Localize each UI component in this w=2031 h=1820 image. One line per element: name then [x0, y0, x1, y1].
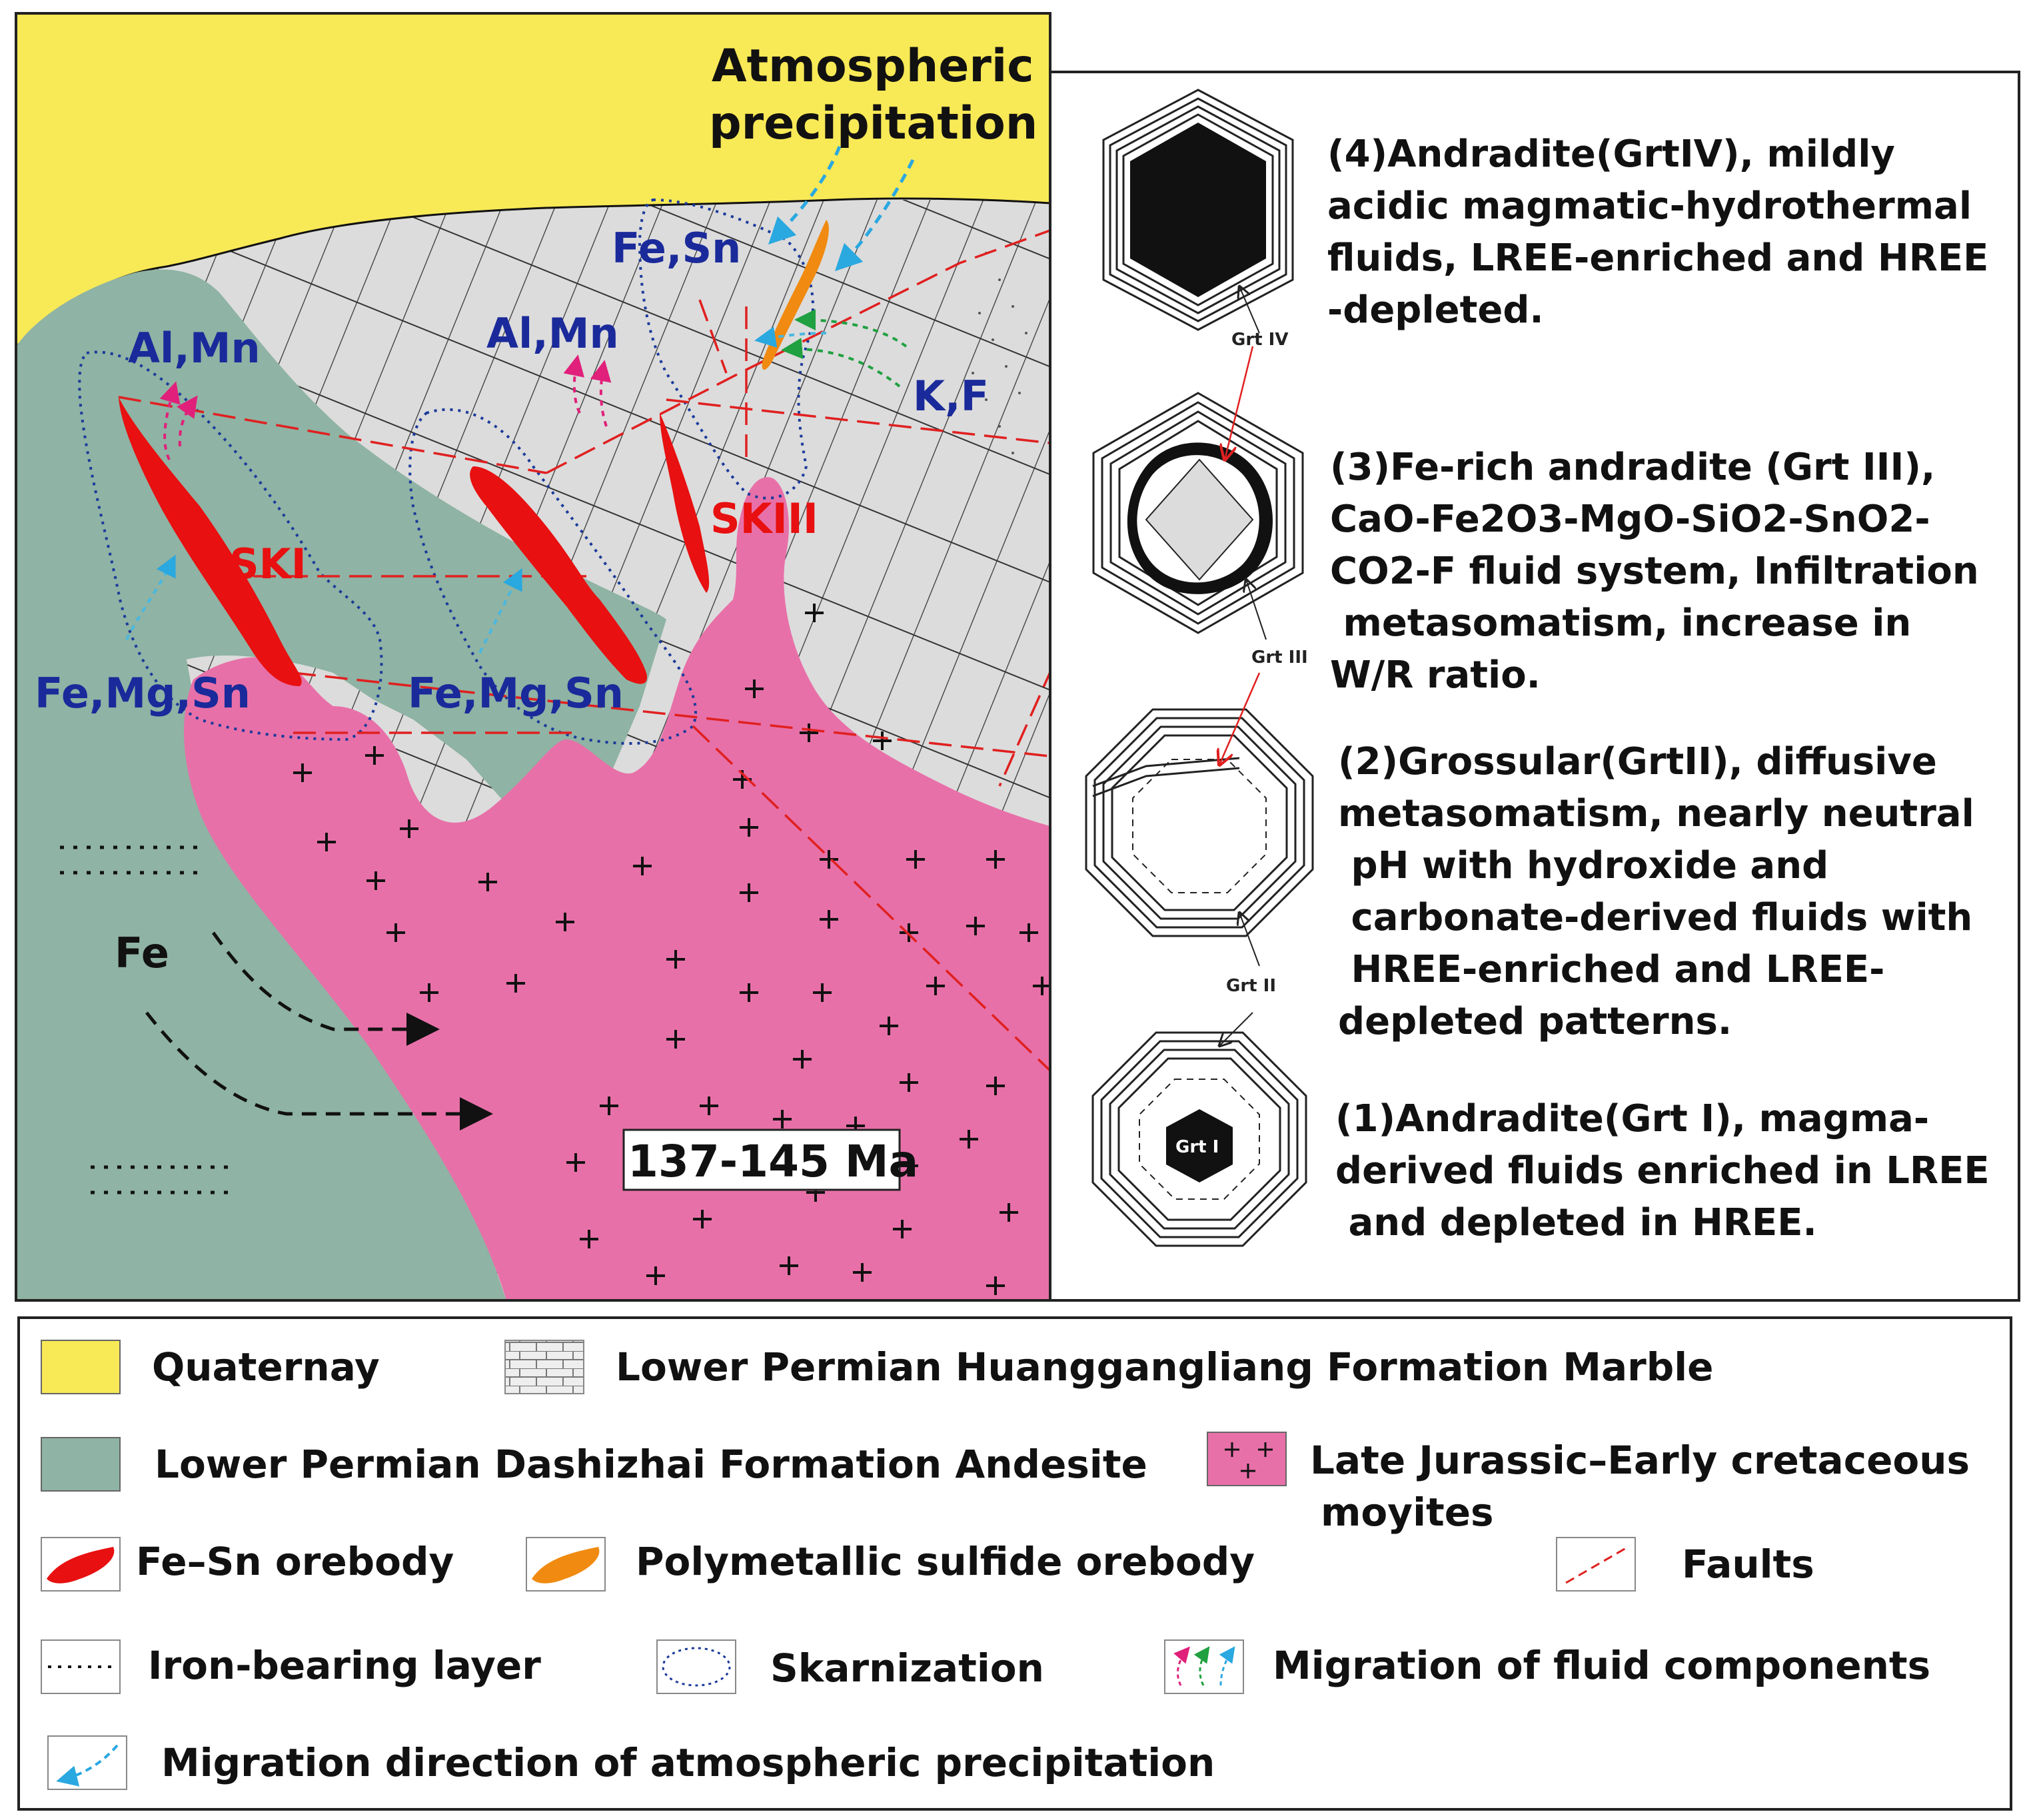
grt2-line4: carbonate-derived fluids with — [1338, 896, 1972, 939]
age-box — [622, 1129, 901, 1191]
al-mn-label-left: Al,Mn — [128, 324, 261, 372]
ski-label: SKI — [229, 540, 307, 588]
legend-label-quaternary: Quaternay — [152, 1344, 380, 1390]
legend-label-precip: Migration direction of atmospheric preci… — [161, 1740, 1215, 1785]
grt3-line2: CaO-Fe2O3-MgO-SiO2-SnO2- — [1330, 498, 1930, 541]
fe-label: Fe — [115, 929, 169, 977]
grt4-line1: (4)Andradite(GrtIV), mildly — [1327, 133, 1895, 176]
grt1-tag: Grt I — [1175, 1137, 1219, 1157]
grt2-line3: pH with hydroxide and — [1338, 844, 1828, 887]
legend-swatch-migration — [1164, 1639, 1244, 1694]
legend-label-moyites-2: moyites — [1321, 1490, 1494, 1535]
iron-bearing-layers — [60, 845, 233, 1194]
geologic-section — [16, 13, 1050, 1300]
grt1-line1: (1)Andradite(Grt I), magma- — [1335, 1097, 1929, 1140]
grt3-line4: metasomatism, increase in — [1330, 602, 1911, 645]
grt3-line1: (3)Fe-rich andradite (Grt III), — [1330, 446, 1935, 489]
legend-swatch-quaternary — [41, 1340, 121, 1394]
atmospheric-label-1: Atmospheric — [712, 40, 1034, 93]
garnet-red-pointers — [1219, 346, 1261, 765]
polymetallic-orebody — [762, 220, 829, 370]
moyite-crosses — [293, 604, 1050, 1295]
grt1-line2: derived fluids enriched in LREE — [1335, 1149, 1990, 1192]
moyite-pluton — [184, 477, 1050, 1300]
legend-label-skarn: Skarnization — [770, 1645, 1044, 1691]
grt2-line2: metasomatism, nearly neutral — [1338, 792, 1974, 835]
legend-label-iron: Iron-bearing layer — [148, 1643, 541, 1688]
legend-label-poly: Polymetallic sulfide orebody — [636, 1539, 1255, 1584]
legend-swatch-poly — [526, 1537, 606, 1592]
atmospheric-label-2: precipitation — [709, 97, 1037, 150]
legend-swatch-precip — [47, 1735, 127, 1790]
fluid-component-arrows — [125, 309, 908, 654]
legend-box — [17, 1316, 2012, 1811]
grt2-line1: (2)Grossular(GrtII), diffusive — [1338, 740, 1937, 783]
fe-mg-sn-label-left: Fe,Mg,Sn — [35, 669, 251, 717]
legend-swatch-skarn — [656, 1639, 736, 1694]
legend-swatch-faults — [1556, 1537, 1636, 1592]
skiii-label: SKIII — [710, 494, 818, 543]
al-mn-label-mid: Al,Mn — [486, 309, 619, 358]
garnet-pointers — [1219, 286, 1267, 1046]
legend-label-fesn: Fe–Sn orebody — [136, 1539, 454, 1584]
legend-label-marble: Lower Permian Huanggangliang Formation M… — [616, 1344, 1713, 1390]
fe-sn-label: Fe,Sn — [612, 224, 741, 272]
legend-label-andesite: Lower Permian Dashizhai Formation Andesi… — [155, 1442, 1147, 1487]
grt1-line3: and depleted in HREE. — [1335, 1201, 1817, 1244]
grt4-line4: -depleted. — [1327, 288, 1544, 332]
legend-swatch-moyites — [1207, 1432, 1287, 1486]
grt3-tag: Grt III — [1251, 648, 1308, 668]
fe-sn-orebodies — [119, 397, 710, 686]
legend-swatch-iron — [41, 1639, 121, 1694]
legend-label-moyites: Late Jurassic–Early cretaceous — [1310, 1438, 1970, 1483]
grt4-tag: Grt IV — [1231, 330, 1288, 350]
grt4-line3: fluids, LREE-enriched and HREE — [1327, 236, 1988, 280]
grt3-line3: CO2-F fluid system, Infiltration — [1330, 550, 1979, 593]
grt2-tag: Grt II — [1226, 976, 1276, 996]
legend-swatch-fesn — [41, 1537, 121, 1592]
grt2-line5: HREE-enriched and LREE- — [1338, 948, 1884, 991]
legend-swatch-marble — [504, 1340, 584, 1394]
legend-label-migration: Migration of fluid components — [1273, 1643, 1930, 1688]
grt3-line5: W/R ratio. — [1330, 654, 1541, 697]
marble-dots — [972, 252, 1027, 454]
age-label: 137-145 Ma — [628, 1136, 918, 1187]
precipitation-arrows — [768, 146, 915, 272]
grt2-line6: depleted patterns. — [1338, 1000, 1732, 1043]
legend-label-faults: Faults — [1682, 1542, 1814, 1587]
garnet-grt1 — [1091, 1031, 1307, 1247]
k-f-label: K,F — [913, 372, 989, 420]
skarnization-outlines — [78, 198, 814, 745]
legend-swatch-andesite — [41, 1437, 121, 1492]
grt4-line2: acidic magmatic-hydrothermal — [1327, 185, 1972, 228]
fe-migration-arrows — [145, 931, 493, 1131]
garnet-grt3 — [1092, 392, 1304, 634]
fe-mg-sn-label-mid: Fe,Mg,Sn — [408, 669, 624, 717]
garnet-grt4 — [1102, 89, 1294, 331]
